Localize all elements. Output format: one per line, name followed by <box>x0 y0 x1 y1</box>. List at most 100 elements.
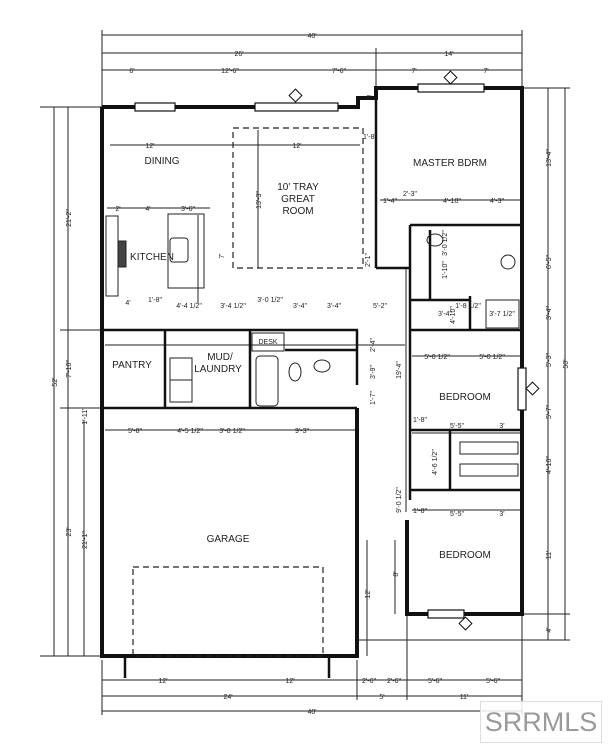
dim-hall: 19'-4" <box>396 361 403 379</box>
dim-bottom-g: 24' <box>223 694 232 701</box>
room-pantry: PANTRY <box>112 360 152 371</box>
dim-right-g: 11' <box>546 551 553 560</box>
dim-top-left: 26' <box>234 51 243 58</box>
dim-top-d: 7' <box>411 68 416 75</box>
dim-bd7: 1'-8" <box>413 508 427 515</box>
dim-bottom-e: 5'-6" <box>428 678 442 685</box>
range <box>117 240 127 268</box>
dim-top-right: 14' <box>444 51 453 58</box>
dim-bd5: 3' <box>499 423 504 430</box>
room-dining: DINING <box>145 156 180 167</box>
dim-mb2: 4'-10" <box>450 306 457 324</box>
dim-right-h: 4' <box>546 627 553 632</box>
dim-bd9: 3' <box>499 511 504 518</box>
dim-m4: 4'-3" <box>490 198 504 205</box>
room-kitchen: KITCHEN <box>130 252 174 263</box>
dim-top-a: 6' <box>129 68 134 75</box>
dim-bottom-total: 40' <box>307 709 316 716</box>
master-shower <box>485 299 520 329</box>
dim-r3: 4'-4 1/2" <box>176 303 202 310</box>
dim-bd2: 5'-0 1/2" <box>479 354 505 361</box>
dim-mb4: 3'-7 1/2" <box>489 311 515 318</box>
dim-bd1: 5'-0 1/2" <box>424 354 450 361</box>
dim-b2: 3'-9" <box>370 365 377 379</box>
dim-right-total: 50' <box>563 359 570 368</box>
dim-mb6: 3'-0 1/2" <box>442 230 449 256</box>
dim-mb1: 3'-4" <box>438 311 452 318</box>
dim-k-height: 7' <box>219 253 226 258</box>
dim-k3: 3'-6" <box>181 206 195 213</box>
closet-shelf-1 <box>459 441 519 455</box>
dim-m1: 1'-4" <box>383 198 397 205</box>
room-labels: DINING 10' TRAY GREAT ROOM MASTER BDRM K… <box>112 156 491 561</box>
room-bedroom-2: BEDROOM <box>439 550 491 561</box>
dim-r7: 3'-4" <box>327 303 341 310</box>
dim-left-a: 21'-2" <box>66 209 73 227</box>
dim-g4: 9'-3" <box>295 428 309 435</box>
dim-bottom-i: 11' <box>460 694 469 701</box>
dim-mb3: 1'-8 1/2" <box>455 303 481 310</box>
bathroom-sink <box>313 359 331 373</box>
dim-great-width: 12' <box>292 143 301 150</box>
dim-left-d: 23' <box>66 527 73 536</box>
dim-k1: 2' <box>115 206 120 213</box>
washer <box>169 357 193 381</box>
dim-bottom-a: 12' <box>158 678 167 685</box>
dim-left-total: 52' <box>52 377 59 386</box>
garage-posts <box>123 658 331 678</box>
dryer <box>169 379 193 403</box>
toilet <box>288 362 302 382</box>
dim-left-b: 7'-10" <box>66 360 73 378</box>
dim-r5: 3'-0 1/2" <box>257 297 283 304</box>
dim-bd6: 4'-6 1/2" <box>432 449 439 475</box>
closet-shelf-2 <box>459 463 519 477</box>
dim-r8: 5'-2" <box>373 303 387 310</box>
room-great-3: ROOM <box>282 206 313 217</box>
desk <box>251 332 285 352</box>
master-toilet <box>426 233 444 247</box>
dim-hall-2: 9'-0 1/2" <box>396 487 403 513</box>
dim-left-c: 1'-11" <box>82 407 89 425</box>
dim-bottom-d: 2'-6" <box>387 678 401 685</box>
dim-left-e: 21'-1" <box>82 531 89 549</box>
dim-bd4: 5'-5" <box>450 423 464 430</box>
dim-b3: 1'-7" <box>370 391 377 405</box>
room-mud: MUD/ <box>207 352 233 363</box>
dim-great-height: 13'-3" <box>256 191 263 209</box>
dim-bd3: 1'-8" <box>413 417 427 424</box>
dim-porch-2: 8' <box>393 571 400 576</box>
dim-b1: 2'-4" <box>370 338 377 352</box>
dim-right-c: 3'-4" <box>546 306 553 320</box>
fixtures <box>105 213 520 477</box>
counter <box>105 215 119 297</box>
dim-m5: 2'-1" <box>365 253 372 267</box>
master-sink <box>500 254 516 270</box>
dim-g1: 5'-8" <box>128 428 142 435</box>
dim-g3: 3'-8 1/2" <box>219 428 245 435</box>
dim-right-a: 13'-4" <box>546 149 553 167</box>
dim-m2: 2'-3" <box>403 191 417 198</box>
dim-r1: 4' <box>125 300 130 307</box>
dim-right-b: 6'-5" <box>546 255 553 269</box>
dim-bottom-f: 5'-6" <box>486 678 500 685</box>
dim-tray-offset: 1'-8" <box>363 134 377 141</box>
interior-walls <box>102 88 522 500</box>
dim-r4: 3'-4 1/2" <box>220 303 246 310</box>
kitchen-island <box>167 213 205 289</box>
room-laundry: LAUNDRY <box>194 364 242 375</box>
dim-right-f: 4'-10" <box>546 456 553 474</box>
dim-right-d: 5'-3" <box>546 353 553 367</box>
dim-bottom-c: 2'-6" <box>362 678 376 685</box>
dim-porch-1: 12' <box>365 589 372 598</box>
dim-top-c: 7'-6" <box>332 68 346 75</box>
dim-m3: 4'-10" <box>443 198 461 205</box>
watermark-logo: SRRMLS <box>480 701 602 743</box>
dim-bd8: 5'-5" <box>450 511 464 518</box>
room-master: MASTER BDRM <box>413 158 487 169</box>
dim-right-e: 5'-7" <box>546 405 553 419</box>
dim-top-total: 40' <box>307 33 316 40</box>
room-garage: GARAGE <box>207 534 250 545</box>
kitchen-sink <box>169 237 189 263</box>
dim-bottom-h: 5' <box>379 694 384 701</box>
